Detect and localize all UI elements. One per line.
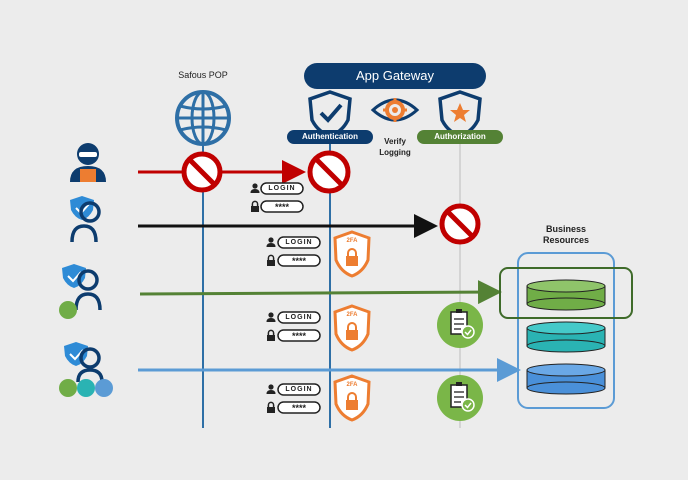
lock-icon [267,401,275,413]
prohibited-icon-pop [181,151,223,193]
authorized-checklist-icon-2 [437,375,483,421]
authentication-label: Authentication [302,132,358,141]
person-icon [266,384,276,394]
credentials-group-2 [266,236,321,267]
prohibited-icon-authorization [439,203,481,245]
attacker-user-icon [70,143,106,182]
authorization-pill [417,130,503,144]
password-text: **** [274,202,289,212]
verify-logging-icon [370,98,420,122]
twofa-label: 2FA [346,382,358,388]
authorized-user-icon [59,264,102,319]
twofa-label: 2FA [346,312,358,318]
globe-icon [175,90,231,146]
authorized-checklist-icon-1 [437,302,483,348]
authentication-pill [287,130,373,144]
person-icon [250,183,260,193]
login-text: LOGIN [285,239,313,246]
business-label: Business [545,224,587,234]
login-text: LOGIN [268,185,296,192]
blue-database [526,363,606,395]
pop-label: Safous POP [178,70,228,80]
authorization-label: Authorization [434,132,486,141]
authorized-user-flow-arrow [139,280,502,305]
lock-icon [267,329,275,341]
app-gateway-title: App Gateway [355,68,435,83]
twofa-shield-icon-2 [333,304,371,352]
credentials-group-1 [250,182,304,213]
credentials-group-4 [266,383,321,414]
login-text: LOGIN [285,386,313,393]
authorized-group-icon [59,342,113,397]
credentials-group-3 [266,311,321,342]
app-gateway-banner [304,63,486,89]
twofa-shield-icon-3 [333,374,371,422]
password-box [277,329,321,342]
business-resources-container [517,252,615,409]
password-text: **** [291,331,306,341]
person-icon [266,237,276,247]
password-box [277,254,321,267]
authorization-shield-icon [438,90,482,138]
teal-database [526,321,606,353]
password-text: **** [291,256,306,266]
login-box [260,182,304,195]
prohibited-icon-authentication [307,150,351,194]
login-user-icon [70,196,101,243]
login-box [277,383,321,396]
password-box [277,401,321,414]
logging-label: Logging [379,148,411,157]
lock-icon [267,254,275,266]
business-resources-title: Business Resources [526,224,606,246]
login-box [277,311,321,324]
verify-logging-label: Verify Logging [375,136,415,158]
green-resource-highlight [499,267,633,319]
password-box [260,200,304,213]
login-text: LOGIN [285,314,313,321]
person-icon [266,312,276,322]
twofa-shield-icon-1 [333,230,371,278]
login-box [277,236,321,249]
authentication-shield-icon [308,90,352,138]
password-text: **** [291,403,306,413]
twofa-label: 2FA [346,238,358,244]
green-database [526,279,606,311]
lock-icon [251,200,259,212]
verify-label: Verify [384,137,406,146]
resources-label: Resources [542,235,590,245]
